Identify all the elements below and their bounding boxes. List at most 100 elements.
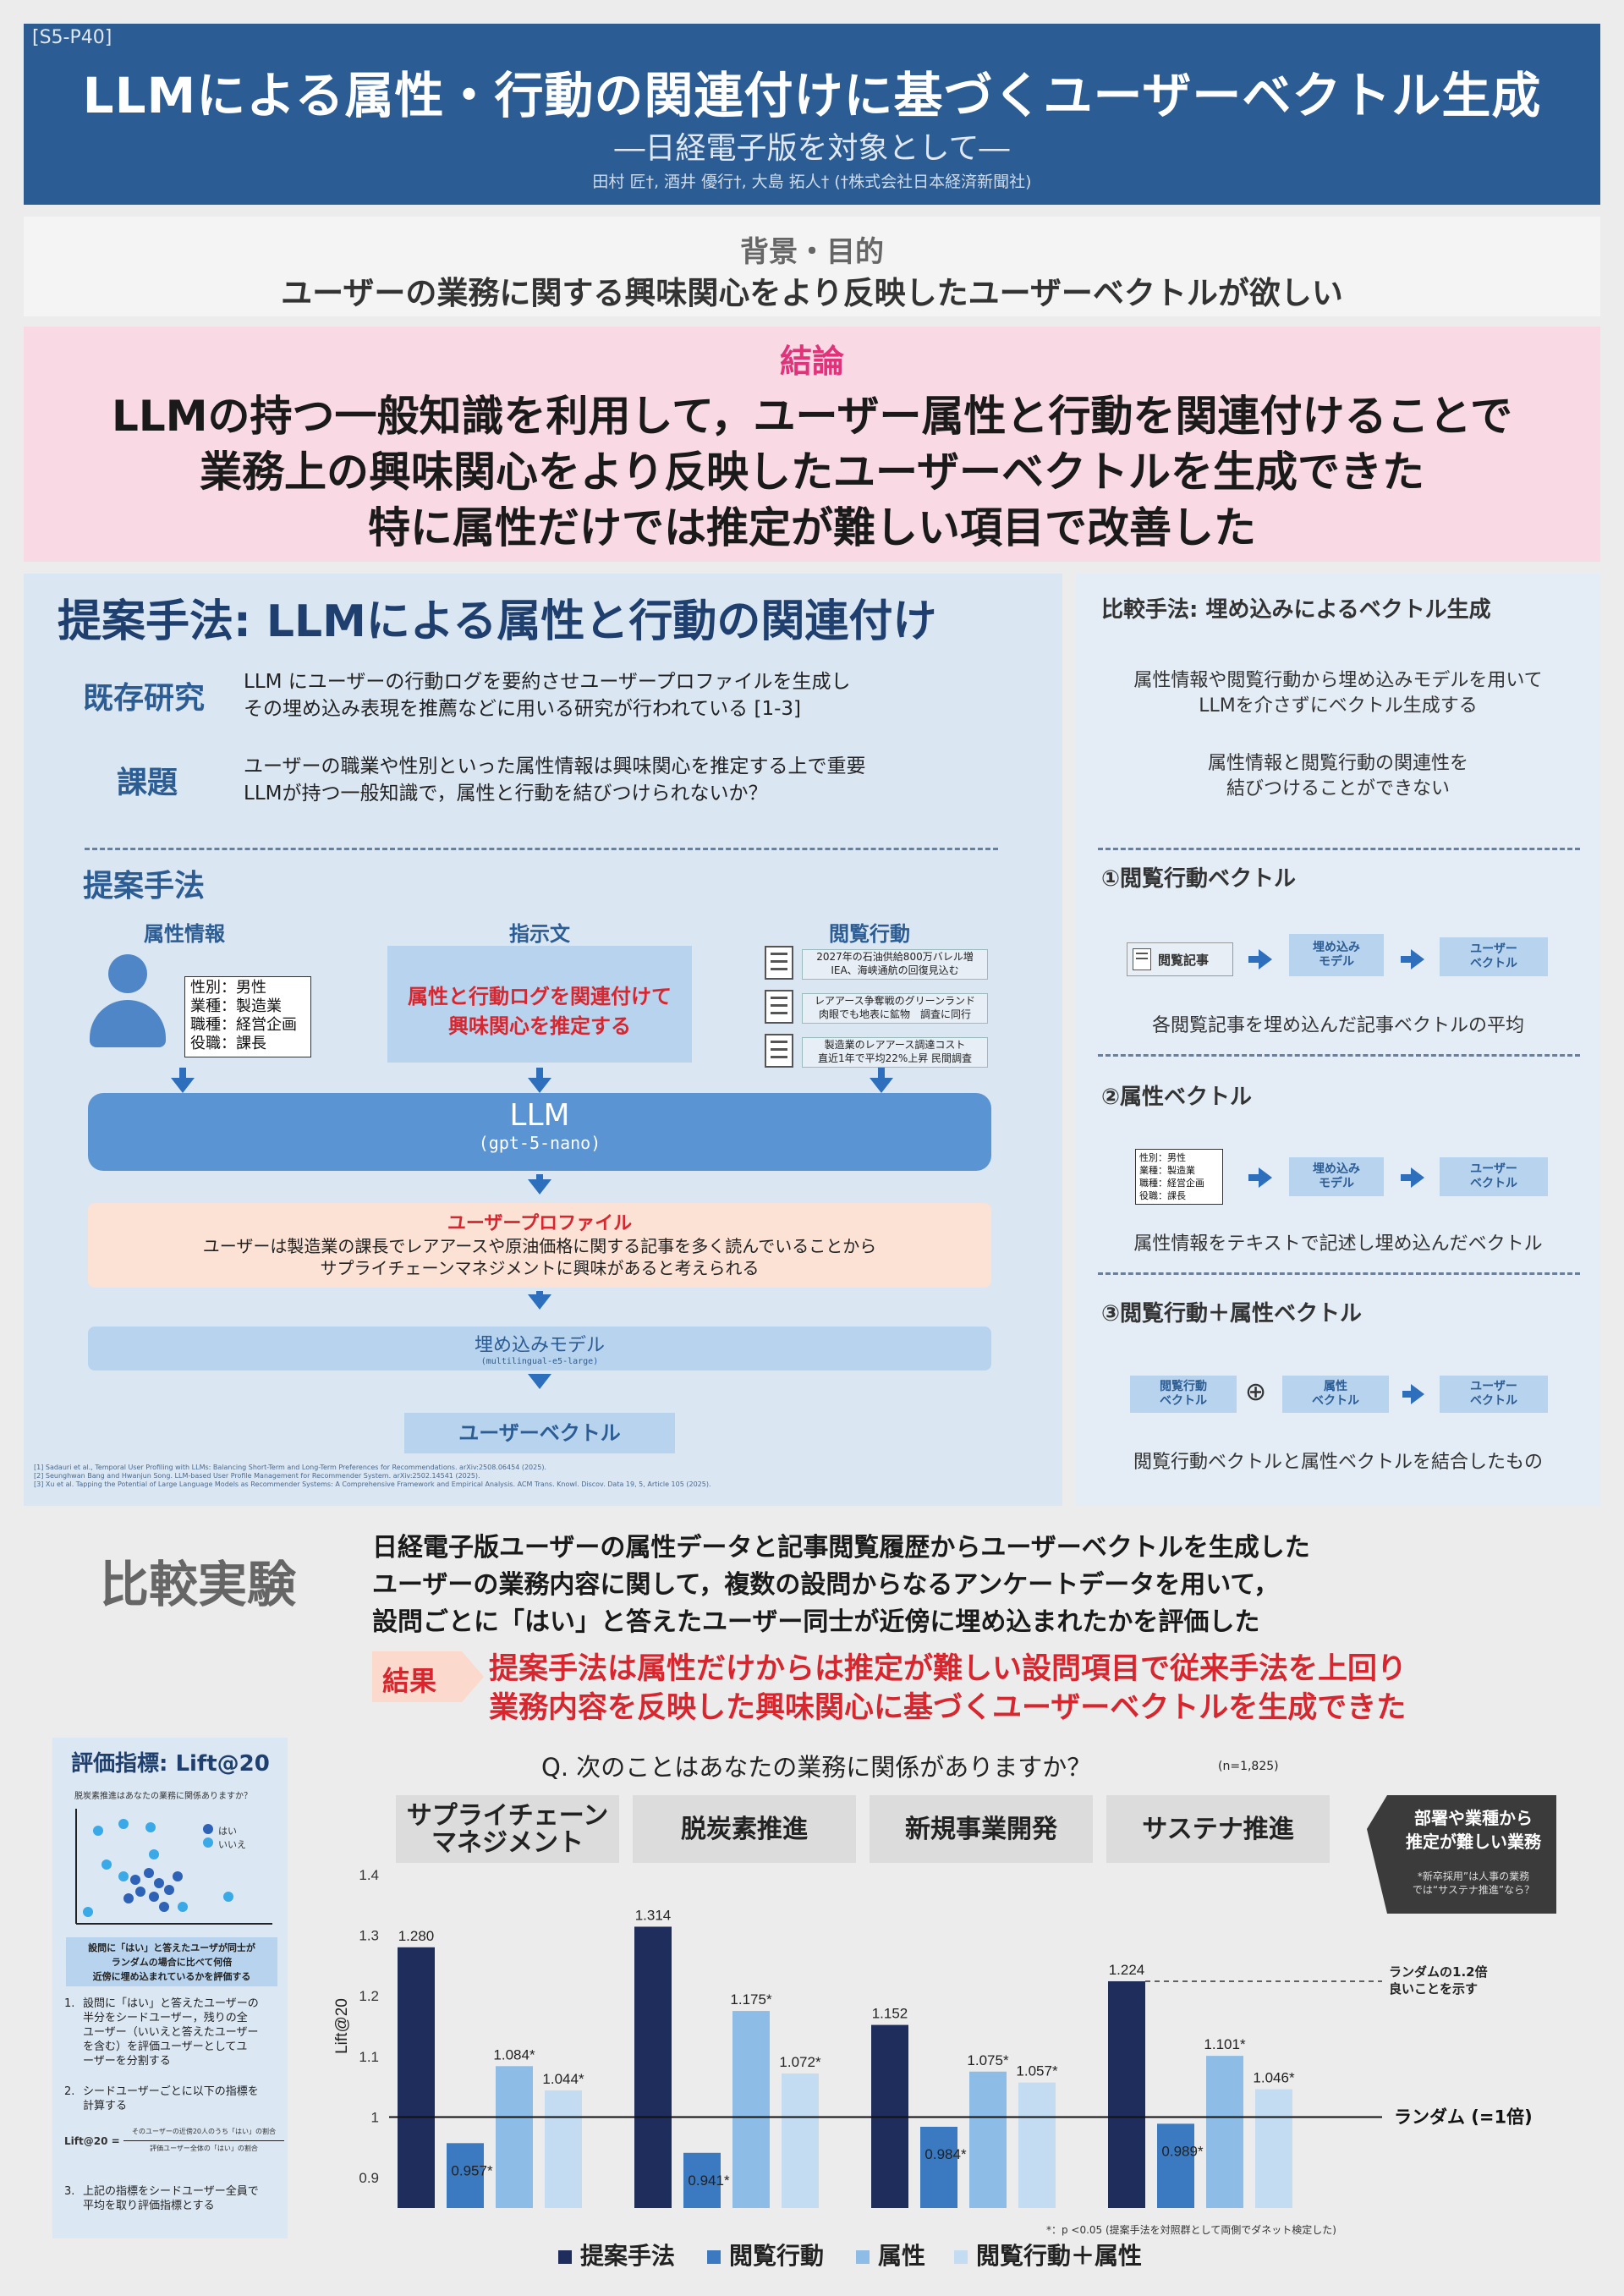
bar-value-label: 1.314 [635,1907,672,1923]
existing-label: 既存研究 [83,681,206,716]
experiment-line: 設問ごとに「はい」と答えたユーザー同士が近傍に埋め込まれたかを評価した [372,1607,1260,1637]
instr-col-head: 指示文 [509,922,570,946]
mini-text: ユーザー [1470,1162,1517,1176]
category-header-box [870,1795,1093,1863]
step-text: 計算する [83,2100,128,2112]
comparison-title: 比較手法: 埋め込みによるベクトル生成 [1101,597,1491,623]
annotation-text: 良いことを示す [1389,1981,1478,1997]
random-label: ランダム (=1倍) [1394,2107,1533,2128]
mini-text: ベクトル [1160,1394,1207,1408]
desc-line: 結びつけることができない [1226,778,1450,799]
bar-value-label: 1.075* [967,2052,1009,2068]
issue-line: ユーザーの職業や性別といった属性情報は興味関心を推定する上で重要 [244,755,866,777]
chart-svg: 0.911.11.21.31.4Lift@20サプライチェーンマネジメント脱炭素… [333,1795,1556,2270]
legend-swatch [954,2250,968,2264]
y-axis-label: Lift@20 [333,1998,351,2054]
mini-text: ユーザー [1470,942,1517,956]
embed-box: 埋め込みモデル (multilingual-e5-large) [88,1327,991,1370]
step-num: 3. [64,2185,75,2198]
result-badge: 結果 [372,1651,491,1702]
arrow-right-icon [1401,949,1424,969]
category-label: サプライチェーン [407,1801,609,1831]
step-text: ユーザー（いいえと答えたユーザー [83,2026,259,2039]
legend-no-dot [203,1837,213,1848]
reference: [1] Sadauri et al., Temporal User Profil… [34,1464,546,1471]
bar [683,2152,721,2208]
bar [398,1947,435,2208]
bar [545,2090,582,2208]
bar-value-label: 1.152 [872,2006,908,2022]
user-vector-box: ユーザーベクトル [1440,937,1548,976]
article-text: 肉眼でも地表に鉱物 調査に同行 [818,1008,971,1020]
legend-yes-dot [203,1824,213,1834]
bar [1157,2123,1194,2208]
method2-caption: 属性情報をテキストで記述し埋め込んだベクトル [1133,1233,1543,1255]
scatter-diagram [75,1809,272,1925]
callout-box [1367,1795,1556,1914]
issue-line: LLMが持つ一般知識で，属性と行動を結びつけられないか？ [244,783,768,805]
comparison-limit: 属性情報と閲覧行動の関連性を結びつけることができない [1076,751,1600,802]
poster-subtitle: ―日経電子版を対象として― [614,131,1010,166]
y-tick-label: 0.9 [359,2170,379,2186]
existing-line: LLM にユーザーの行動ログを要約させユーザープロファイルを生成し [244,671,851,693]
divider [85,848,998,850]
bar-value-label: 1.046* [1253,2070,1295,2086]
conclusion-line: 特に属性だけでは推定が難しい項目で改善した [368,503,1256,552]
legend-no: いいえ [218,1839,246,1850]
bar [732,2011,770,2208]
bar [969,2071,1007,2208]
divider [1098,848,1580,850]
y-tick-label: 1.2 [359,1988,379,2004]
step-num: 2. [64,2085,75,2098]
comparison-section: 比較手法: 埋め込みによるベクトル生成 属性情報や閲覧行動から埋め込みモデルを用… [1076,574,1600,1506]
explain-line: ランダムの場合に比べて何倍 [111,1957,233,1968]
attr-line: 性別：男性 [1139,1152,1186,1163]
mini-text: ユーザー [1470,1380,1517,1393]
bar-value-label: 1.224 [1109,1962,1145,1978]
proposal-section: 提案手法: LLMによる属性と行動の関連付け 既存研究 LLM にユーザーの行動… [24,574,1062,1506]
method-label: 提案手法 [83,869,206,904]
profile-line: サプライチェーンマネジメントに興味があると考えられる [320,1258,760,1278]
step-text: 上記の指標をシードユーザー全員で [83,2185,259,2198]
bar-value-label: 0.989* [1161,2143,1204,2159]
bar-value-label: 1.280 [398,1928,435,1944]
bar [496,2066,533,2208]
attr-line: 職種：経営企画 [1139,1178,1204,1189]
background-text: ユーザーの業務に関する興味関心をより反映したユーザーベクトルが欲しい [281,275,1343,311]
result-line: 提案手法は属性だけからは推定が難しい設問項目で従来手法を上回り [489,1652,1407,1686]
bar [920,2126,957,2208]
article-text: レアアース争奪戦のグリーンランド [814,995,976,1007]
proposal-title: 提案手法: LLMによる属性と行動の関連付け [58,596,937,647]
bar [1255,2089,1292,2208]
mini-text: モデル [1319,955,1354,969]
arrow-right-icon [1402,1384,1424,1404]
category-label: サステナ推進 [1142,1815,1293,1844]
user-vector-box: ユーザーベクトル [1440,1157,1548,1196]
article-text: 製造業のレアアース調達コスト [824,1039,966,1051]
reference: [3] Xu et al. Tapping the Potential of L… [34,1480,711,1488]
article-text: 直近1年で平均22%上昇 民間調査 [817,1052,973,1064]
references: [1] Sadauri et al., Temporal User Profil… [34,1464,795,1489]
experiment-line: ユーザーの業務内容に関して，複数の設問からなるアンケートデータを用いて， [372,1570,1280,1600]
arrow-down-icon [171,1068,195,1093]
poster-header: [S5-P40] LLMによる属性・行動の関連付けに基づくユーザーベクトル生成 … [24,24,1600,205]
poster-authors: 田村 匠†, 酒井 優行†, 大島 拓人† (†株式会社日本経済新聞社) [592,173,1032,191]
formula-denominator: 評価ユーザー全体の「はい」の割合 [150,2145,258,2152]
chart-n: (n=1,825) [1218,1760,1279,1773]
article-card: レアアース争奪戦のグリーンランド肉眼でも地表に鉱物 調査に同行 [802,993,988,1024]
embed-model-box: 埋め込みモデル [1289,934,1384,976]
chart-title: Q. 次のことはあなたの業務に関係がありますか？ [541,1753,1092,1782]
article-icon [765,990,793,1024]
step-text: 設問に「はい」と答えたユーザーの [83,1997,259,2010]
article-label: 閲覧記事 [1158,952,1210,968]
legend-label: 属性 [878,2242,925,2270]
bar [1108,1980,1145,2208]
mini-text: ベクトル [1470,1394,1517,1408]
bar-value-label: 0.941* [688,2172,730,2189]
oplus-icon: ⊕ [1245,1377,1267,1407]
bar-value-label: 1.175* [730,1991,772,2008]
method1-caption: 各閲覧記事を埋め込んだ記事ベクトルの平均 [1151,1015,1524,1036]
metric-step-1: 1.設問に「はい」と答えたユーザーの 半分をシードユーザー，残りの全 ユーザー（… [64,1997,281,2068]
method2-title: ②属性ベクトル [1101,1085,1253,1110]
